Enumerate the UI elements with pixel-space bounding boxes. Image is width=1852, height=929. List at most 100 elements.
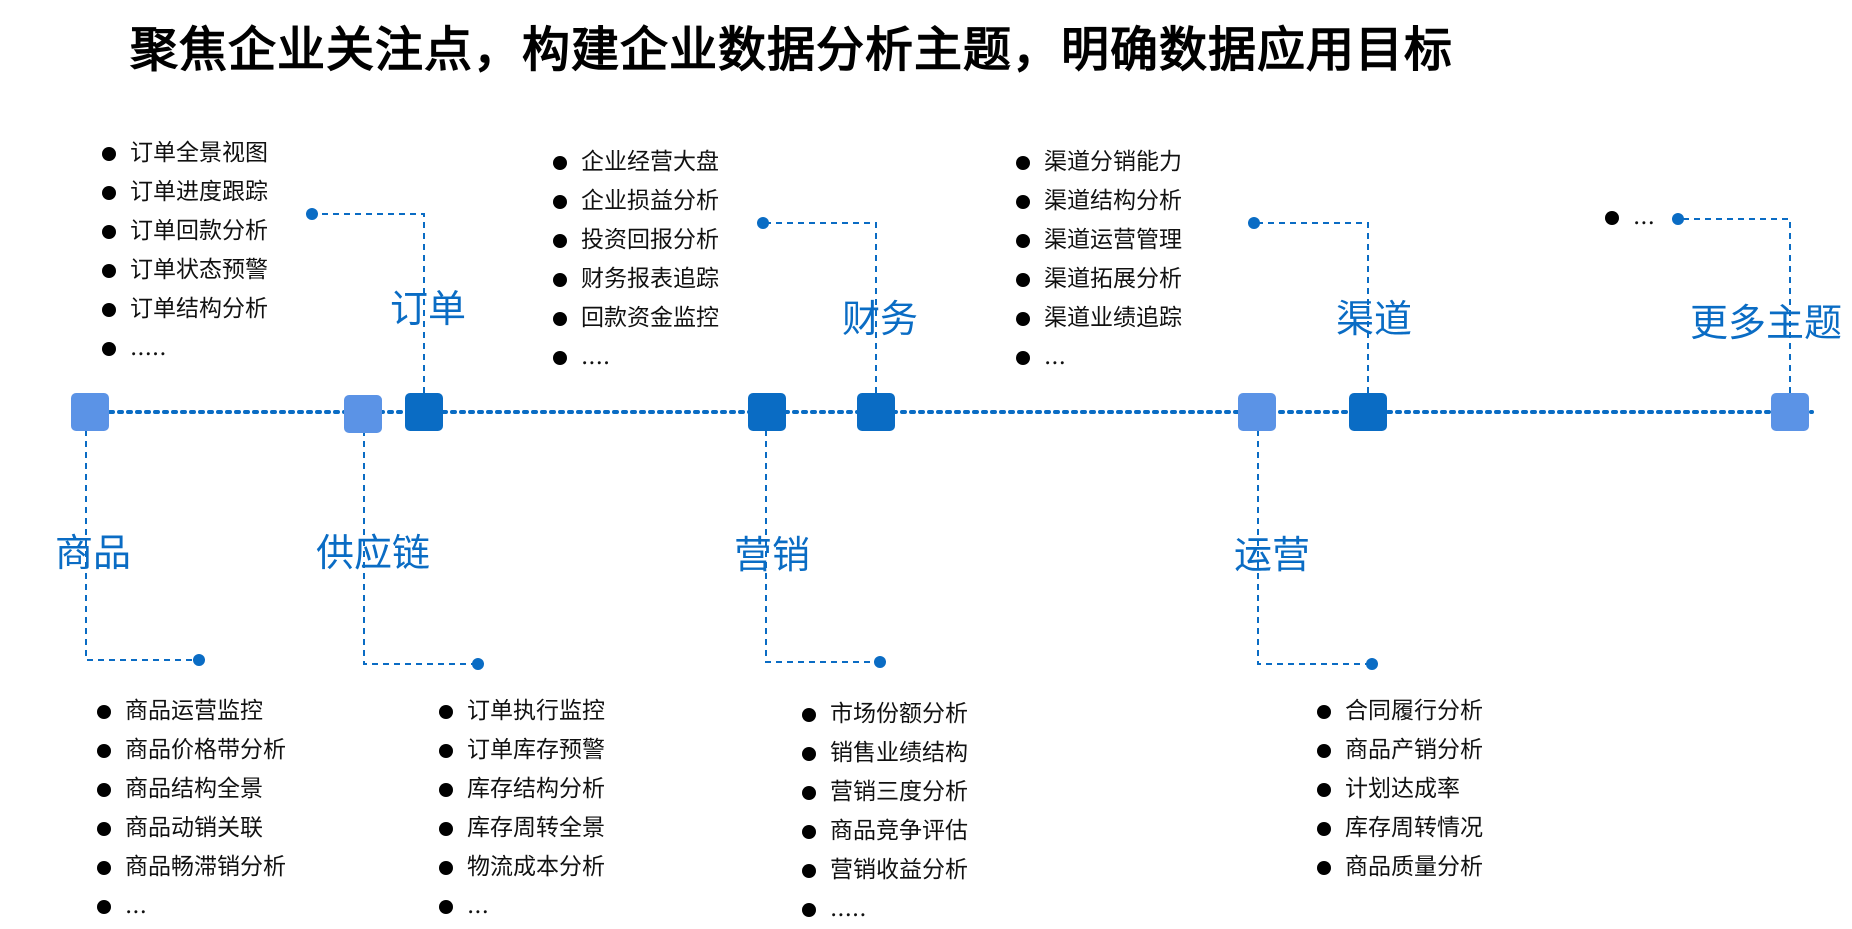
list-item-text: ... <box>467 893 489 919</box>
connector-yunying <box>1257 430 1372 665</box>
list-item: 商品结构全景 <box>97 770 286 809</box>
list-item-text: 订单库存预警 <box>467 737 605 763</box>
connector-end-dot <box>874 656 886 668</box>
list-item: .... <box>553 338 719 377</box>
list-item: 销售业绩结构 <box>802 734 968 773</box>
list-item: 商品动销关联 <box>97 809 286 848</box>
bullet-dot-icon <box>97 861 111 875</box>
list-item: 营销收益分析 <box>802 851 968 890</box>
bullet-dot-icon <box>439 822 453 836</box>
list-item-text: 商品产销分析 <box>1345 737 1483 763</box>
list-item-text: 市场份额分析 <box>830 701 968 727</box>
list-item: 财务报表追踪 <box>553 260 719 299</box>
list-item-text: 企业损益分析 <box>581 188 719 214</box>
connector-end-dot <box>472 658 484 670</box>
node-shangpin <box>71 393 109 431</box>
bullet-dot-icon <box>97 900 111 914</box>
list-item: 企业损益分析 <box>553 182 719 221</box>
list-item: 渠道拓展分析 <box>1016 260 1182 299</box>
list-item: 企业经营大盘 <box>553 143 719 182</box>
bullet-dot-icon <box>102 303 116 317</box>
list-item-text: 计划达成率 <box>1345 776 1460 802</box>
list-item-text: 商品畅滞销分析 <box>125 854 286 880</box>
bullet-dot-icon <box>1605 211 1619 225</box>
list-item: 商品运营监控 <box>97 692 286 731</box>
bullet-dot-icon <box>102 342 116 356</box>
bullet-dot-icon <box>102 147 116 161</box>
list-item: 渠道业绩追踪 <box>1016 299 1182 338</box>
bullet-dot-icon <box>1317 822 1331 836</box>
list-item: 商品畅滞销分析 <box>97 848 286 887</box>
list-item-text: 订单执行监控 <box>467 698 605 724</box>
list-item-text: 商品质量分析 <box>1345 854 1483 880</box>
bullet-dot-icon <box>1016 195 1030 209</box>
list-item: 商品产销分析 <box>1317 731 1483 770</box>
bullet-dot-icon <box>102 225 116 239</box>
connector-more <box>1678 218 1791 393</box>
bullet-dot-icon <box>1317 744 1331 758</box>
bullet-dot-icon <box>553 312 567 326</box>
bullet-dot-icon <box>802 708 816 722</box>
list-item: 计划达成率 <box>1317 770 1483 809</box>
connector-end-dot <box>1366 658 1378 670</box>
list-item-text: 财务报表追踪 <box>581 266 719 292</box>
bullet-dot-icon <box>553 234 567 248</box>
list-item-text: 销售业绩结构 <box>830 740 968 766</box>
list-item-text: 商品运营监控 <box>125 698 263 724</box>
list-item-text: 订单状态预警 <box>130 257 268 283</box>
list-item-text: 渠道结构分析 <box>1044 188 1182 214</box>
list-item-text: 营销收益分析 <box>830 857 968 883</box>
bullet-dot-icon <box>553 273 567 287</box>
topic-label-yunying: 运营 <box>1234 533 1311 577</box>
bullet-dot-icon <box>439 705 453 719</box>
node-dingdan <box>405 393 443 431</box>
topic-label-yingxiao: 营销 <box>734 533 811 577</box>
node-yunying <box>1238 393 1276 431</box>
node-caiwu <box>857 393 895 431</box>
bullet-dot-icon <box>1016 351 1030 365</box>
connector-caiwu <box>763 222 877 393</box>
bullet-dot-icon <box>1317 705 1331 719</box>
list-item-text: 订单全景视图 <box>130 140 268 166</box>
list-item: 库存周转全景 <box>439 809 605 848</box>
list-item-text: 企业经营大盘 <box>581 149 719 175</box>
connector-end-dot <box>1248 217 1260 229</box>
bullet-dot-icon <box>802 747 816 761</box>
list-item: 渠道分销能力 <box>1016 143 1182 182</box>
topic-list-qudao: 渠道分销能力渠道结构分析渠道运营管理渠道拓展分析渠道业绩追踪... <box>1016 143 1182 377</box>
list-item-text: 库存周转情况 <box>1345 815 1483 841</box>
page-title: 聚焦企业关注点，构建企业数据分析主题，明确数据应用目标 <box>130 22 1454 78</box>
list-item: 商品价格带分析 <box>97 731 286 770</box>
connector-end-dot <box>306 208 318 220</box>
list-item: 库存周转情况 <box>1317 809 1483 848</box>
list-item: 订单结构分析 <box>102 290 268 329</box>
bullet-dot-icon <box>1016 273 1030 287</box>
list-item-text: ... <box>1633 204 1655 230</box>
list-item-text: 商品价格带分析 <box>125 737 286 763</box>
list-item-text: 营销三度分析 <box>830 779 968 805</box>
list-item: 物流成本分析 <box>439 848 605 887</box>
list-item-text: ..... <box>130 335 167 361</box>
list-item: ... <box>97 887 286 926</box>
list-item: ... <box>439 887 605 926</box>
bullet-dot-icon <box>97 822 111 836</box>
list-item-text: 物流成本分析 <box>467 854 605 880</box>
list-item: 订单回款分析 <box>102 212 268 251</box>
bullet-dot-icon <box>1016 312 1030 326</box>
topic-label-gongyinglian: 供应链 <box>316 531 431 575</box>
topic-label-qudao: 渠道 <box>1336 297 1413 341</box>
list-item-text: ... <box>125 893 147 919</box>
list-item-text: 回款资金监控 <box>581 305 719 331</box>
list-item-text: 渠道拓展分析 <box>1044 266 1182 292</box>
bullet-dot-icon <box>553 195 567 209</box>
topic-label-shangpin: 商品 <box>55 531 132 575</box>
list-item-text: 渠道分销能力 <box>1044 149 1182 175</box>
list-item: 订单全景视图 <box>102 134 268 173</box>
topic-label-more: 更多主题 <box>1690 301 1843 345</box>
list-item-text: 投资回报分析 <box>581 227 719 253</box>
list-item: 营销三度分析 <box>802 773 968 812</box>
list-item: ..... <box>102 329 268 368</box>
connector-end-dot <box>1672 213 1684 225</box>
bullet-dot-icon <box>97 744 111 758</box>
